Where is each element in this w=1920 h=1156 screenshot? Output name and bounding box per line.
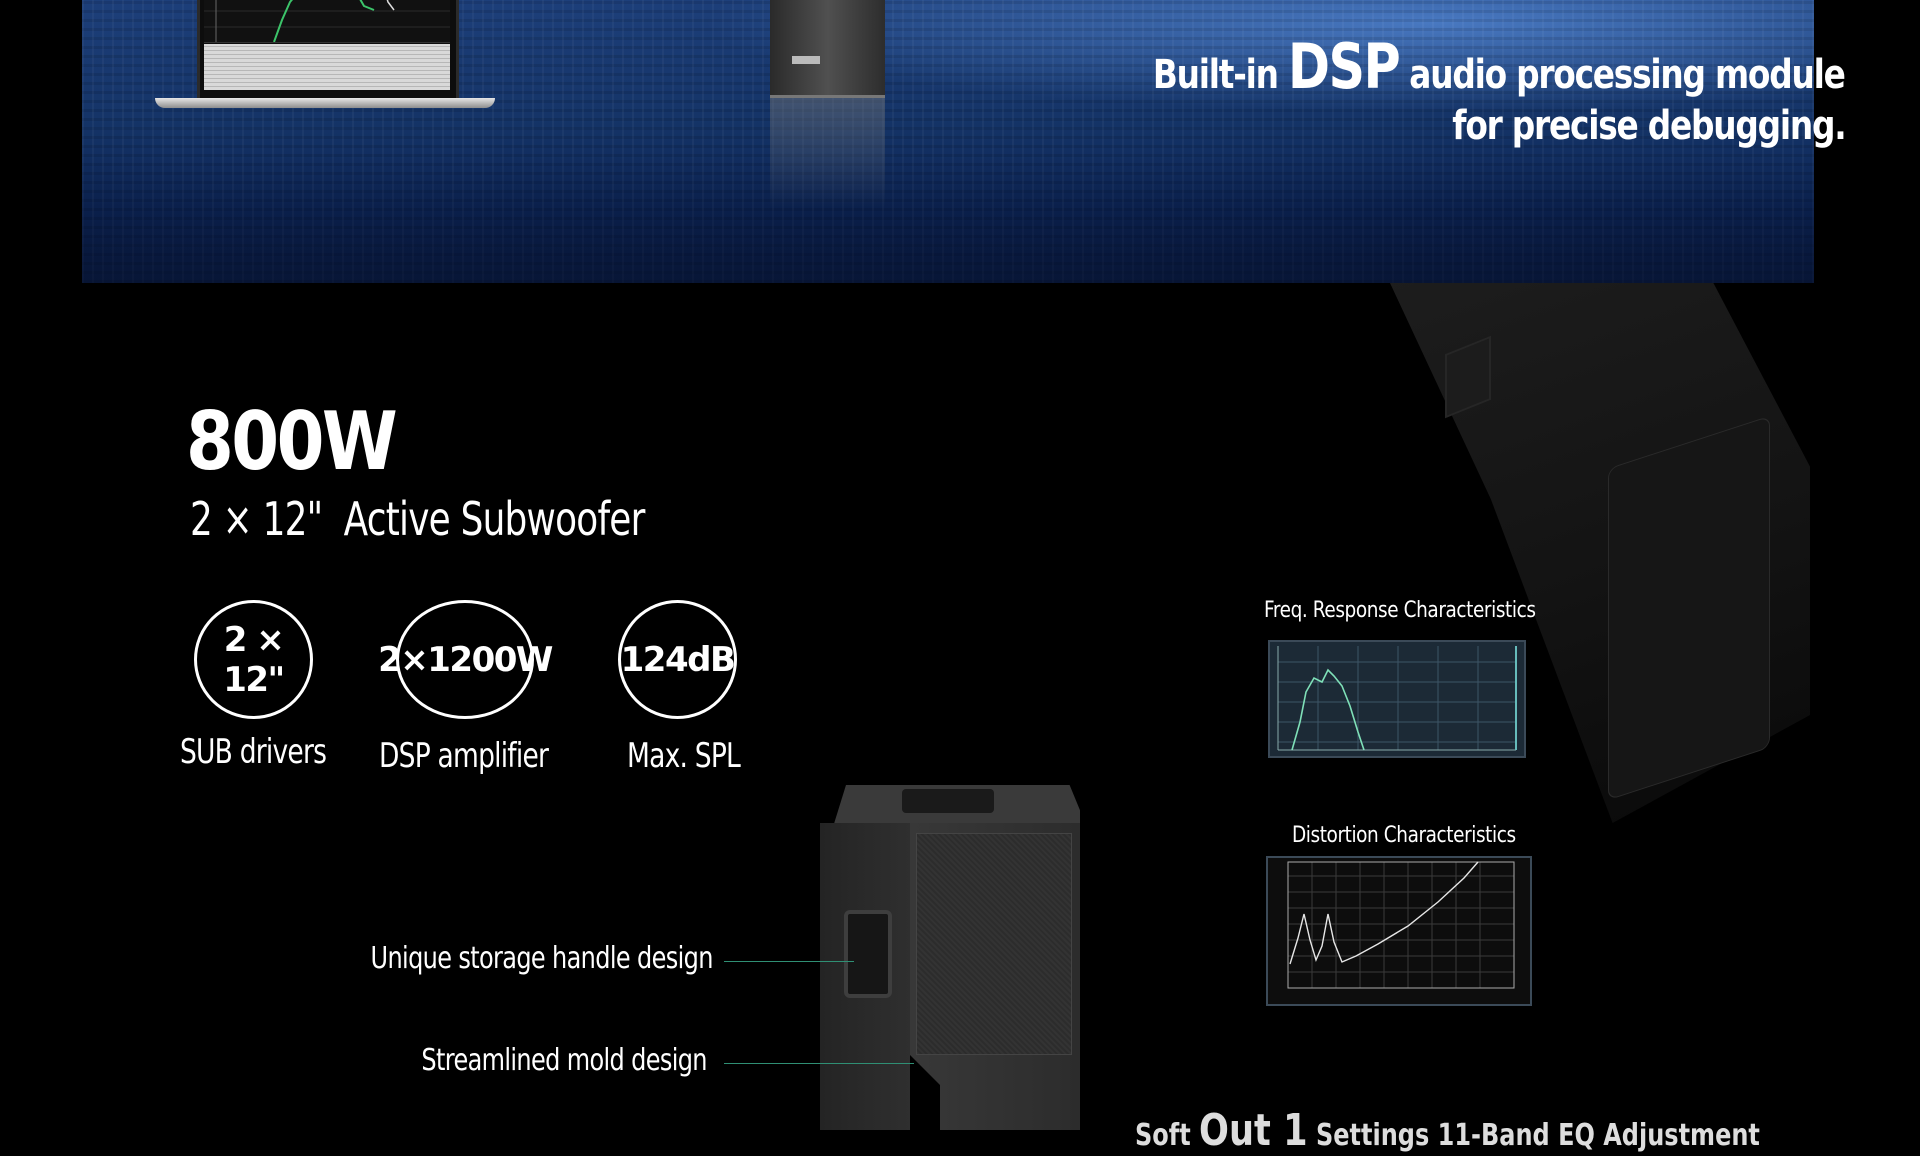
speaker-logo-badge <box>792 56 820 64</box>
laptop-eq-graph <box>204 0 450 43</box>
distortion-graphic <box>1287 861 1515 989</box>
distortion-chart <box>1266 856 1532 1006</box>
banner-speaker-image <box>770 0 885 98</box>
power-rating: 800W <box>186 395 398 488</box>
laptop-screen <box>197 0 459 101</box>
freq-response-graphic <box>1277 646 1517 751</box>
callout-mold: Streamlined mold design <box>421 1043 707 1078</box>
spec-drivers: 2 × 12" SUB drivers <box>180 600 327 772</box>
rear-control-panel <box>1608 415 1770 801</box>
callout-handle: Unique storage handle design <box>370 941 714 976</box>
spec-value-ring: 2 × 12" <box>194 600 313 719</box>
speaker-side-handle <box>844 910 892 998</box>
freq-response-chart <box>1268 640 1526 758</box>
callout-handle-leader <box>724 961 854 962</box>
callout-mold-leader <box>724 1063 914 1064</box>
headline-emphasis: DSP <box>1288 30 1401 103</box>
spec-amplifier: 2×1200W DSP amplifier <box>378 600 553 776</box>
headline-suffix: audio processing module <box>1409 52 1847 98</box>
dsp-headline-line2: for precise debugging. <box>1451 103 1846 149</box>
hint-suffix: Settings 11-Band EQ Adjustment <box>1315 1118 1760 1153</box>
laptop-base <box>155 98 495 108</box>
headline-prefix: Built-in <box>1153 52 1279 98</box>
hint-prefix: Soft <box>1135 1118 1191 1153</box>
laptop-settings-table <box>204 44 450 90</box>
hint-emphasis: Out 1 <box>1199 1105 1308 1156</box>
spec-label: SUB drivers <box>180 732 327 772</box>
speaker-top-handle <box>902 789 994 813</box>
spec-max-spl: 124dB Max. SPL <box>618 600 741 776</box>
speaker-grille <box>916 833 1072 1055</box>
freq-response-title: Freq. Response Characteristics <box>1264 598 1536 623</box>
spec-value-ring: 124dB <box>618 600 737 719</box>
laptop-image <box>155 0 495 122</box>
eq-curve-graphic <box>204 0 450 43</box>
product-subtitle: 2 × 12" Active Subwoofer <box>190 492 645 546</box>
eq-setting-hint: Soft Out 1 Settings 11-Band EQ Adjustmen… <box>1135 1105 1760 1156</box>
spec-value-ring: 2×1200W <box>378 600 553 719</box>
banner-speaker-reflection <box>770 98 885 208</box>
distortion-title: Distortion Characteristics <box>1292 823 1516 848</box>
dsp-headline-line1: Built-in DSP audio processing module <box>1153 30 1847 103</box>
spec-label: DSP amplifier <box>379 736 549 776</box>
spec-label: Max. SPL <box>627 736 741 776</box>
subwoofer-front-image <box>820 785 1080 1130</box>
